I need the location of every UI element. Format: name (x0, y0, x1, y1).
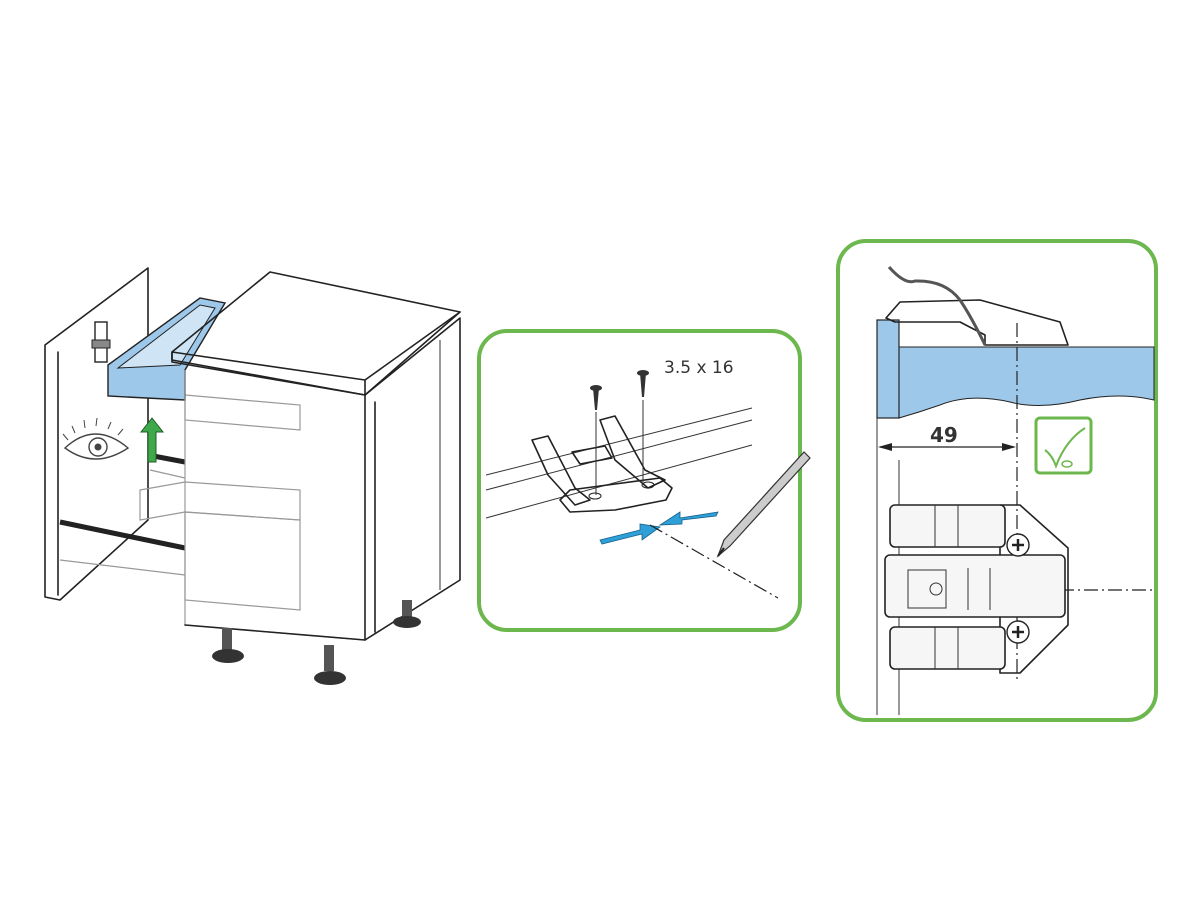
pencil-icon (716, 451, 811, 558)
screw-head-icon (1006, 533, 1030, 644)
screw-icon (590, 370, 649, 495)
checkmark-icon (1034, 416, 1093, 475)
hinge-plate-icon (884, 504, 1069, 674)
up-arrow-icon (139, 417, 165, 463)
drawer-side-highlight (898, 346, 1155, 419)
screw-size-label: 3.5 x 16 (664, 358, 734, 378)
step2-panel: 3.5 x 16 (477, 329, 811, 632)
alignment-arrows-icon (599, 511, 719, 545)
dimension-label: 49 (930, 423, 958, 447)
eye-icon (62, 417, 130, 460)
leveling-leg-icon (212, 600, 421, 685)
step3-panel: 49 (836, 239, 1158, 722)
step1-cabinet-illustration (44, 267, 461, 685)
mounting-clip-icon (531, 415, 673, 513)
bracket-icon (91, 321, 111, 363)
